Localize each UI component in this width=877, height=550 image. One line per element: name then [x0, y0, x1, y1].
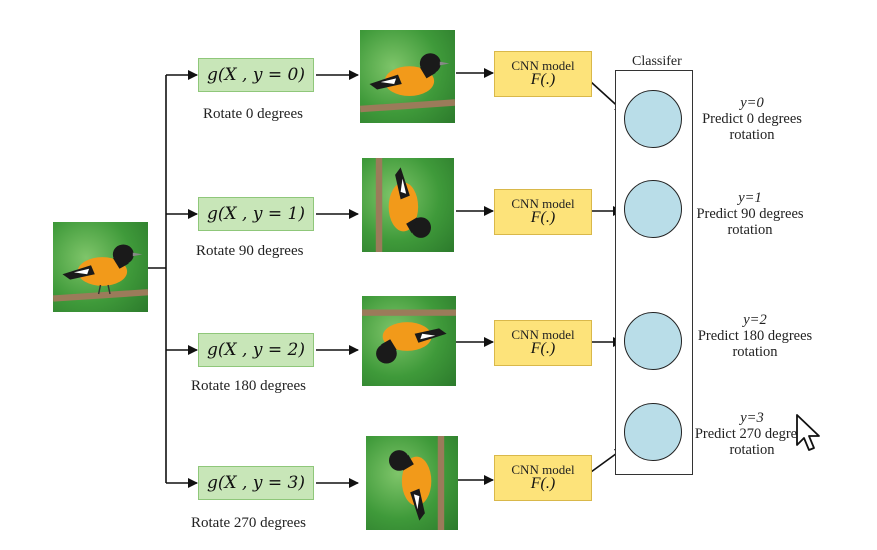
classifier-node-3: [624, 403, 682, 461]
cnn-model-3: CNN model F(.): [494, 455, 592, 501]
output-label-0: y=0 Predict 0 degrees rotation: [688, 96, 816, 144]
caption-rotate-90: Rotate 90 degrees: [196, 243, 304, 259]
bird-image: [389, 436, 445, 530]
rotated-photo-0: [360, 30, 455, 123]
output-rotation-3: rotation: [729, 441, 775, 458]
caption-rotate-180: Rotate 180 degrees: [191, 378, 306, 394]
classifier-node-0: [624, 90, 682, 148]
classifier-node-1: [624, 180, 682, 238]
cnn-model-function: F(.): [530, 209, 556, 227]
output-predict-0: Predict 0 degrees: [702, 110, 802, 127]
cnn-model-function: F(.): [530, 475, 556, 493]
classifier-node-2: [624, 312, 682, 370]
bird-image: [362, 309, 456, 364]
output-rotation-1: rotation: [727, 221, 773, 238]
output-y-0: y=0: [740, 96, 764, 111]
output-predict-2: Predict 180 degrees: [697, 327, 813, 344]
rotation-function-2: g(X , y = 2): [198, 333, 314, 367]
bird-image: [360, 53, 455, 113]
caption-rotate-0: Rotate 0 degrees: [203, 106, 303, 122]
output-y-3: y=3: [740, 411, 764, 426]
output-predict-3: Predict 270 degrees: [694, 425, 810, 442]
mouse-cursor-icon: [796, 414, 820, 451]
output-label-3: y=3 Predict 270 degrees rotation: [693, 411, 811, 459]
bird-image: [53, 244, 148, 302]
cnn-model-1: CNN model F(.): [494, 189, 592, 235]
rotated-photo-1: [362, 158, 454, 252]
output-predict-1: Predict 90 degrees: [696, 205, 804, 222]
rotation-function-0: g(X , y = 0): [198, 58, 314, 92]
output-label-2: y=2 Predict 180 degrees rotation: [693, 313, 817, 361]
rotation-function-3: g(X , y = 3): [198, 466, 314, 500]
output-rotation-2: rotation: [732, 343, 778, 360]
cnn-model-label: CNN model: [511, 326, 575, 342]
input-bird-photo: [53, 222, 148, 312]
cnn-model-label: CNN model: [511, 195, 575, 211]
cnn-model-function: F(.): [530, 71, 556, 89]
rotated-photo-2: [362, 296, 456, 386]
output-y-1: y=1: [738, 191, 762, 206]
cnn-model-2: CNN model F(.): [494, 320, 592, 366]
cnn-model-label: CNN model: [511, 461, 575, 477]
cnn-model-label: CNN model: [511, 57, 575, 73]
classifier-title: Classifer: [632, 54, 682, 69]
caption-rotate-270: Rotate 270 degrees: [191, 515, 306, 531]
cnn-model-0: CNN model F(.): [494, 51, 592, 97]
output-rotation-0: rotation: [729, 126, 775, 143]
bird-image: [375, 158, 431, 252]
cnn-model-function: F(.): [530, 340, 556, 358]
output-label-1: y=1 Predict 90 degrees rotation: [688, 191, 812, 239]
output-y-2: y=2: [743, 313, 767, 328]
rotation-function-1: g(X , y = 1): [198, 197, 314, 231]
rotated-photo-3: [366, 436, 458, 530]
